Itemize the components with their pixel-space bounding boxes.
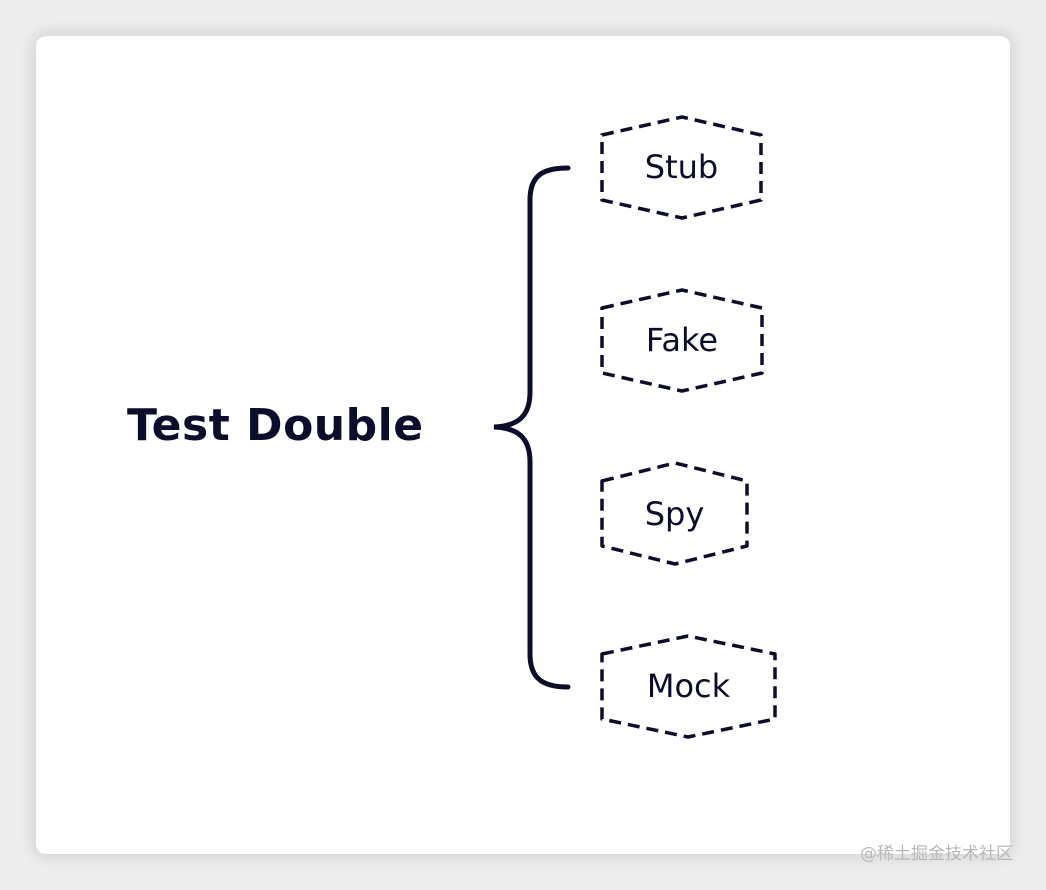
root-node-label: Test Double <box>127 400 424 451</box>
node-stub-hexagon <box>600 115 763 220</box>
watermark-text: @稀土掘金技术社区 <box>860 844 1013 864</box>
curly-brace <box>493 165 571 690</box>
node-mock-hexagon <box>600 634 777 739</box>
node-spy-label: Spy <box>644 495 705 533</box>
node-fake-hexagon <box>600 288 764 393</box>
node-stub-label: Stub <box>644 148 719 186</box>
node-mock-label: Mock <box>646 667 731 705</box>
diagram-card <box>36 36 1010 854</box>
node-spy-hexagon <box>600 461 749 566</box>
node-fake-label: Fake <box>645 321 719 359</box>
